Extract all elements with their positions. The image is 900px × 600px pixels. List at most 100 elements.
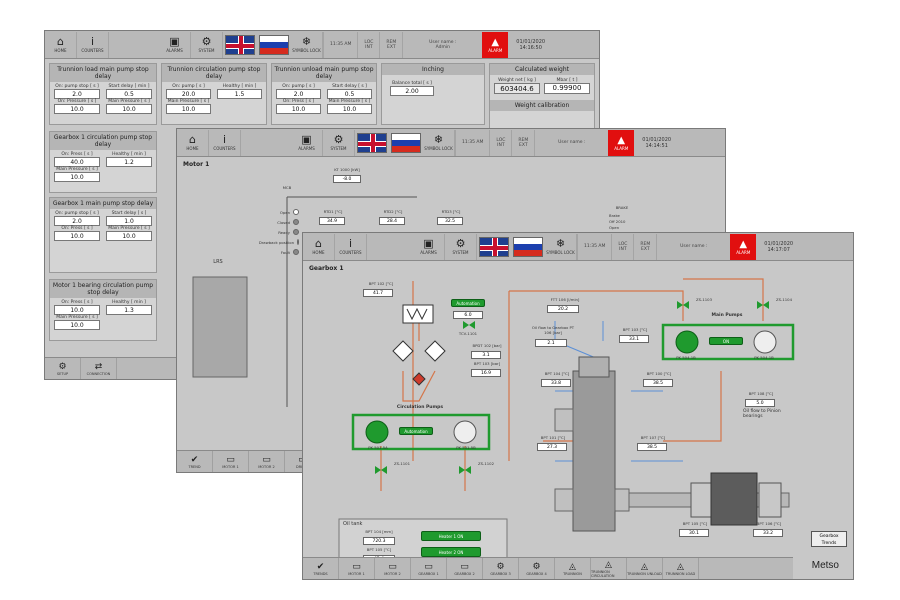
value-field[interactable]: 1.2	[106, 157, 152, 167]
value-field[interactable]: 10.0	[54, 231, 100, 241]
connection-button[interactable]: ⇄CONNECTION	[81, 358, 117, 379]
motor2-button[interactable]: ▭MOTOR 2	[375, 558, 411, 579]
russian-flag-button[interactable]	[391, 132, 421, 153]
trunnion-unload-button[interactable]: ◬TRUNNION UNLOAD	[627, 558, 663, 579]
value-field[interactable]: 40.0	[54, 157, 100, 167]
alarms-button[interactable]: ▣ALARMS	[291, 129, 323, 156]
value-field[interactable]: 1.5	[217, 89, 262, 99]
brand-label: Metso	[811, 560, 839, 571]
english-flag-button[interactable]	[479, 236, 509, 257]
motor2-button[interactable]: ▭MOTOR 2	[249, 451, 285, 472]
russian-flag-button[interactable]	[259, 34, 289, 55]
trunnion-icon: ◬	[641, 562, 648, 572]
bpt102-value: 41.7	[363, 289, 393, 297]
alarms-button[interactable]: ▣ALARMS	[159, 31, 191, 58]
status-row: Ready	[259, 227, 299, 237]
cooler-setpoint[interactable]: 6.0	[453, 311, 483, 319]
trend-button[interactable]: ✔TREND	[177, 451, 213, 472]
bpt101-value: 27.3	[537, 443, 567, 451]
pinion-block	[710, 472, 758, 526]
page-title: Motor 1	[183, 161, 210, 168]
english-flag-button[interactable]	[357, 132, 387, 153]
value-field[interactable]: 1.3	[106, 305, 152, 315]
alarms-button[interactable]: ▣ALARMS	[413, 233, 445, 260]
clock: 11:35 AM	[455, 129, 489, 156]
value-field[interactable]: 1.0	[106, 216, 152, 226]
alarm-button[interactable]: ▲ALARM	[608, 129, 635, 156]
symbol-lock-button[interactable]: ❄SYMBOL LOCK	[291, 31, 323, 58]
value-field[interactable]: 10.0	[54, 320, 100, 330]
motor1-button[interactable]: ▭MOTOR 1	[339, 558, 375, 579]
status-row: Drawback position	[259, 237, 299, 247]
trunnion-load-button[interactable]: ◬TRUNNION LOAD	[663, 558, 699, 579]
panel-title: Inching	[382, 64, 484, 75]
system-button[interactable]: ⚙SYSTEM	[191, 31, 223, 58]
bpt108-value: 5.0	[745, 399, 775, 407]
value-field[interactable]: 2.00	[390, 86, 434, 96]
home-button[interactable]: ⌂HOME	[177, 129, 209, 156]
system-button[interactable]: ⚙SYSTEM	[445, 233, 477, 260]
clock: 11:35 AM	[323, 31, 357, 58]
circulation-pump-b	[453, 420, 477, 444]
user-info[interactable]: User name :	[534, 129, 608, 156]
symbol-lock-button[interactable]: ❄SYMBOL LOCK	[423, 129, 455, 156]
alarm-button[interactable]: ▲ALARM	[482, 31, 509, 58]
main-pump-mode-button[interactable]: ON	[709, 337, 743, 345]
system-icon: ⚙	[333, 133, 344, 146]
home-button[interactable]: ⌂HOME	[303, 233, 335, 260]
bpt100-value: 38.5	[643, 379, 673, 387]
heater1-button[interactable]: Heater 1 ON	[421, 531, 481, 541]
cooler	[402, 304, 434, 324]
value-field[interactable]: 10.0	[54, 104, 100, 114]
value-field[interactable]: 0.5	[106, 89, 152, 99]
circulation-pump-a	[365, 420, 389, 444]
breaker-status-list: Open Closed Ready Drawback position Faul…	[259, 207, 299, 257]
value-field[interactable]: 10.0	[54, 305, 100, 315]
rtd2-value: 28.4	[379, 217, 405, 225]
value-field[interactable]: 2.0	[54, 89, 100, 99]
bpt107-value: 38.5	[637, 443, 667, 451]
symbol-lock-button[interactable]: ❄SYMBOL LOCK	[545, 233, 577, 260]
mbar-value[interactable]: 0.99900	[544, 83, 590, 94]
lrs-label: LRS	[213, 259, 223, 265]
value-field[interactable]: 0.5	[327, 89, 372, 99]
gearbox4-button[interactable]: ⚙GEARBOX 4	[519, 558, 555, 579]
gearbox-trends-button[interactable]: Gearbox Trends	[811, 531, 847, 547]
clock: 11:35 AM	[577, 233, 611, 260]
value-field[interactable]: 10.0	[276, 104, 321, 114]
user-info[interactable]: User name :	[656, 233, 730, 260]
value-field[interactable]: 10.0	[54, 172, 100, 182]
value-field[interactable]: 20.0	[166, 89, 211, 99]
value-field[interactable]: 2.0	[276, 89, 321, 99]
system-button[interactable]: ⚙SYSTEM	[323, 129, 355, 156]
user-info[interactable]: User name :Admin	[402, 31, 482, 58]
home-button[interactable]: ⌂HOME	[45, 31, 77, 58]
trunnion-button[interactable]: ◬TRUNNION	[555, 558, 591, 579]
alarm-button[interactable]: ▲ALARM	[730, 233, 757, 260]
cooler-mode-button[interactable]: Automation	[451, 299, 485, 307]
warning-icon: ▲	[617, 134, 626, 146]
trunnion-circulation-button[interactable]: ◬TRUNNION CIRCULATION	[591, 558, 627, 579]
gearbox3-button[interactable]: ⚙GEARBOX 3	[483, 558, 519, 579]
gearbox2-button[interactable]: ▭GEARBOX 2	[447, 558, 483, 579]
motor1-button[interactable]: ▭MOTOR 1	[213, 451, 249, 472]
gearbox1-button[interactable]: ▭GEARBOX 1	[411, 558, 447, 579]
value-field[interactable]: 10.0	[166, 104, 211, 114]
circulation-mode-button[interactable]: Automation	[399, 427, 433, 435]
english-flag-button[interactable]	[225, 34, 255, 55]
weight-calibration-button[interactable]: Weight calibration	[490, 100, 594, 111]
check-icon: ✔	[316, 562, 325, 572]
value-field[interactable]: 10.0	[106, 104, 152, 114]
trends-button[interactable]: ✔TRENDS	[303, 558, 339, 579]
value-field[interactable]: 2.0	[54, 216, 100, 226]
setup-button[interactable]: ⚙SETUP	[45, 358, 81, 379]
heater2-button[interactable]: Heater 2 ON	[421, 547, 481, 557]
value-field[interactable]: 10.0	[106, 231, 152, 241]
value-field[interactable]: 10.0	[327, 104, 372, 114]
status-row: Fault	[259, 247, 299, 257]
russian-flag-button[interactable]	[513, 236, 543, 257]
